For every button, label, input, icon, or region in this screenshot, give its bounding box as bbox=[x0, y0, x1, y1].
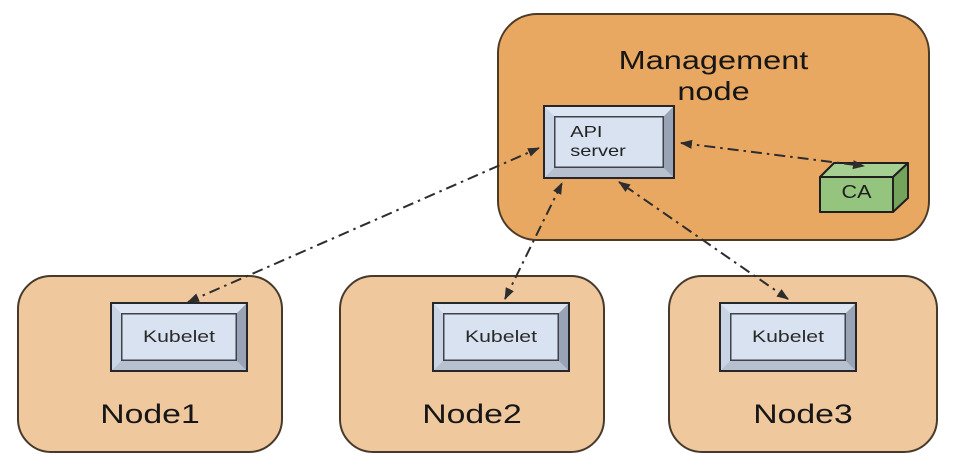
api-server-label: API server bbox=[570, 123, 626, 160]
kubelet-label-node3: Kubelet bbox=[751, 327, 825, 346]
kubelet-label-node2: Kubelet bbox=[464, 327, 538, 346]
node1-label: Node1 bbox=[100, 399, 200, 429]
management-node-label: Management node bbox=[618, 45, 809, 106]
node3-label: Node3 bbox=[753, 399, 853, 429]
ca-label: CA bbox=[841, 182, 872, 202]
kubelet-box-node2: Kubelet bbox=[432, 302, 570, 372]
kubelet-box-node1: Kubelet bbox=[110, 302, 248, 372]
node2-label: Node2 bbox=[422, 399, 522, 429]
kubelet-box-node3: Kubelet bbox=[719, 302, 857, 372]
api-server-bevel: API server bbox=[545, 107, 673, 177]
api-server-box: API server bbox=[543, 105, 675, 179]
kubelet-label-node1: Kubelet bbox=[142, 327, 216, 346]
